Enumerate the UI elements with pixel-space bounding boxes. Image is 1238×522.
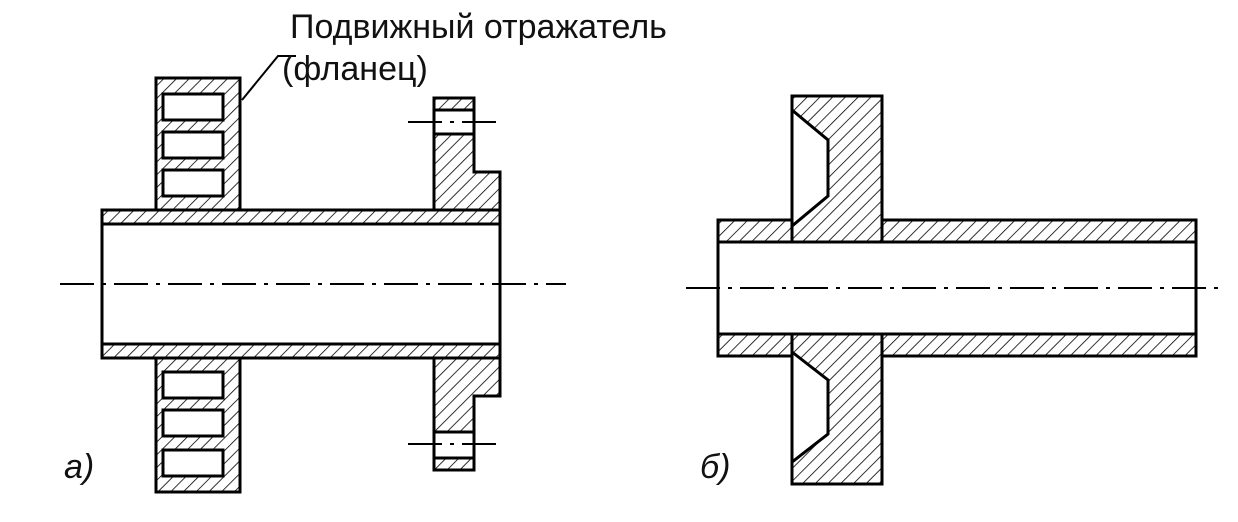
choke-groove-bottom — [790, 348, 830, 466]
movable-reflector-bottom — [154, 356, 242, 494]
figure-b — [686, 94, 1222, 486]
figure-label-b: б) — [700, 448, 730, 486]
tube-wall-bottom-b — [716, 332, 1198, 358]
tube-wall-top-a — [100, 208, 502, 226]
figure-a — [60, 55, 566, 494]
movable-reflector-top — [154, 76, 242, 212]
tube-wall-bottom-a — [100, 342, 502, 360]
figure-label-a: а) — [64, 448, 94, 486]
callout-leader — [241, 55, 296, 101]
callout-text-line1: Подвижный отражатель — [290, 8, 667, 46]
tube-wall-top-b — [716, 218, 1198, 244]
choke-groove-top — [790, 106, 830, 230]
callout-text-line2: (фланец) — [282, 50, 428, 88]
